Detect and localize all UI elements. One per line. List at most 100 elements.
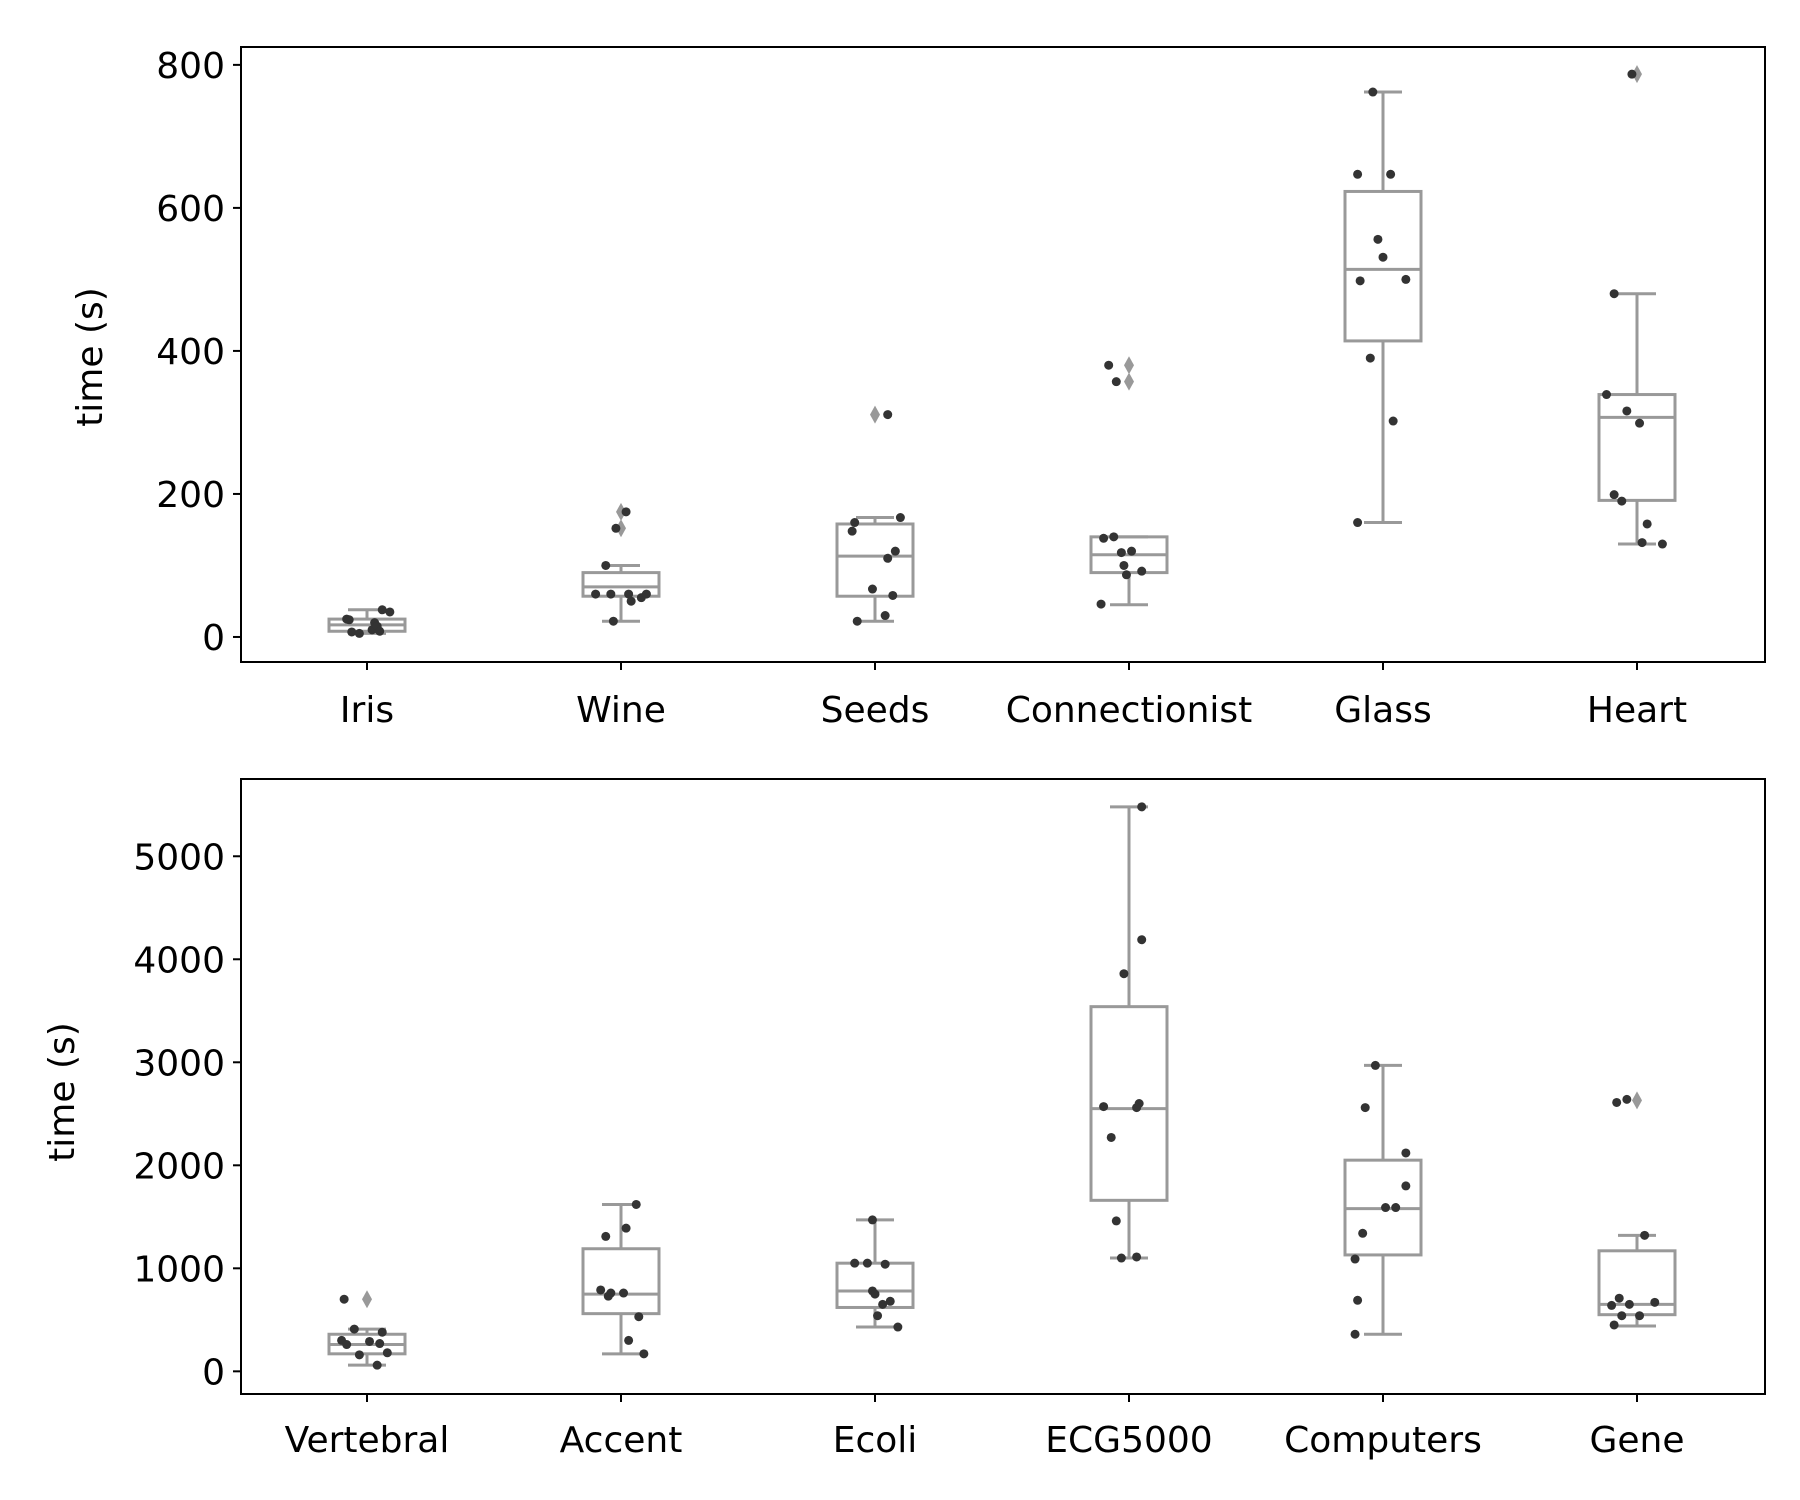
- bottom-data-point: [621, 1223, 631, 1233]
- bottom-data-point: [1401, 1181, 1411, 1191]
- top-data-point: [1104, 360, 1114, 370]
- outlier-marker: [870, 405, 880, 424]
- bottom-data-point: [631, 1199, 641, 1209]
- bottom-data-point: [1099, 1102, 1109, 1112]
- bottom-data-point: [1353, 1295, 1363, 1305]
- bottom-data-point: [1640, 1230, 1650, 1240]
- top-box-seeds: [835, 405, 915, 623]
- bottom-data-point: [885, 1296, 895, 1306]
- bottom-y-tick-label: 3000: [133, 1043, 225, 1084]
- top-data-point: [1353, 169, 1363, 179]
- bottom-y-tick-label: 2000: [133, 1146, 225, 1187]
- bottom-data-point: [1635, 1311, 1645, 1321]
- bottom-data-point: [1607, 1300, 1617, 1310]
- top-y-tick-label: 400: [156, 332, 225, 373]
- top-data-point: [883, 410, 893, 420]
- top-x-tick-label: Heart: [1587, 690, 1687, 731]
- bottom-data-point: [1360, 1103, 1370, 1113]
- bottom-data-point: [1617, 1311, 1627, 1321]
- bottom-data-point: [1401, 1148, 1411, 1158]
- bottom-data-point: [634, 1312, 644, 1322]
- top-box-heart: [1597, 65, 1677, 546]
- bottom-data-point: [382, 1348, 392, 1358]
- bottom-data-point: [1650, 1297, 1660, 1307]
- bottom-data-point: [1137, 935, 1147, 945]
- top-x-tick-label: Iris: [340, 690, 394, 731]
- bottom-box-ecg5000: [1089, 805, 1169, 1260]
- bottom-data-point: [1624, 1299, 1634, 1309]
- bottom-data-point: [339, 1294, 349, 1304]
- top-x-tick-label: Seeds: [821, 690, 930, 731]
- bottom-data-point: [375, 1339, 385, 1349]
- bottom-data-point: [1614, 1293, 1624, 1303]
- top-data-point: [1378, 252, 1388, 262]
- bottom-data-point: [1137, 802, 1147, 812]
- top-data-point: [867, 584, 877, 594]
- outlier-marker: [1632, 65, 1642, 84]
- bottom-data-point: [873, 1311, 883, 1321]
- top-data-point: [591, 589, 601, 599]
- top-data-point: [601, 560, 611, 570]
- top-data-point: [1635, 418, 1645, 428]
- top-data-point: [354, 628, 364, 638]
- top-data-point: [641, 589, 651, 599]
- bottom-x-tick-label: Computers: [1284, 1420, 1482, 1461]
- top-data-point: [1637, 538, 1647, 548]
- bottom-data-point: [878, 1299, 888, 1309]
- iqr-box: [835, 1261, 915, 1309]
- bottom-data-point: [1106, 1132, 1116, 1142]
- top-data-point: [1365, 353, 1375, 363]
- top-data-point: [1622, 406, 1632, 416]
- bottom-data-point: [880, 1259, 890, 1269]
- top-data-point: [1609, 490, 1619, 500]
- top-y-tick-label: 800: [156, 46, 225, 87]
- top-data-point: [608, 616, 618, 626]
- top-data-point: [1355, 276, 1365, 286]
- bottom-data-point: [354, 1350, 364, 1360]
- top-data-point: [344, 615, 354, 625]
- top-data-point: [1119, 560, 1129, 570]
- bottom-data-point: [619, 1288, 629, 1298]
- top-data-point: [611, 523, 621, 533]
- bottom-y-tick-label: 1000: [133, 1249, 225, 1290]
- bottom-data-point: [870, 1289, 880, 1299]
- bottom-x-tick-label: ECG5000: [1045, 1420, 1212, 1461]
- top-data-point: [624, 589, 634, 599]
- bottom-data-point: [1609, 1320, 1619, 1330]
- top-data-point: [883, 553, 893, 563]
- top-data-point: [1137, 566, 1147, 576]
- top-x-tick-label: Connectionist: [1006, 690, 1253, 731]
- bottom-data-point: [372, 1360, 382, 1370]
- bottom-data-point: [1116, 1253, 1126, 1263]
- top-data-point: [1373, 234, 1383, 244]
- top-data-point: [888, 590, 898, 600]
- bottom-x-tick-label: Gene: [1589, 1420, 1684, 1461]
- outlier-marker: [1124, 356, 1134, 375]
- top-y-axis-label: time (s): [70, 287, 111, 427]
- top-data-point: [1627, 69, 1637, 79]
- bottom-data-point: [1370, 1060, 1380, 1070]
- bottom-y-tick-label: 0: [202, 1352, 225, 1393]
- bottom-data-point: [1381, 1203, 1391, 1213]
- bottom-x-tick-label: Ecoli: [833, 1420, 918, 1461]
- bottom-data-point: [365, 1336, 375, 1346]
- top-data-point: [852, 616, 862, 626]
- bottom-data-point: [1132, 1252, 1142, 1262]
- outlier-marker: [616, 502, 626, 521]
- top-data-point: [1099, 533, 1109, 543]
- top-data-point: [385, 607, 395, 617]
- top-x-tick-label: Wine: [576, 690, 666, 731]
- bottom-x-tick-label: Vertebral: [285, 1420, 450, 1461]
- bottom-y-axis-label: time (s): [42, 1022, 83, 1162]
- top-axes-frame: [240, 46, 1766, 663]
- top-y-tick-label: 600: [156, 189, 225, 230]
- top-y-tick-label: 200: [156, 475, 225, 516]
- top-data-point: [377, 605, 387, 615]
- top-data-point: [1121, 570, 1131, 580]
- top-data-point: [1388, 416, 1398, 426]
- bottom-x-tick-label: Accent: [560, 1420, 683, 1461]
- top-data-point: [1127, 546, 1137, 556]
